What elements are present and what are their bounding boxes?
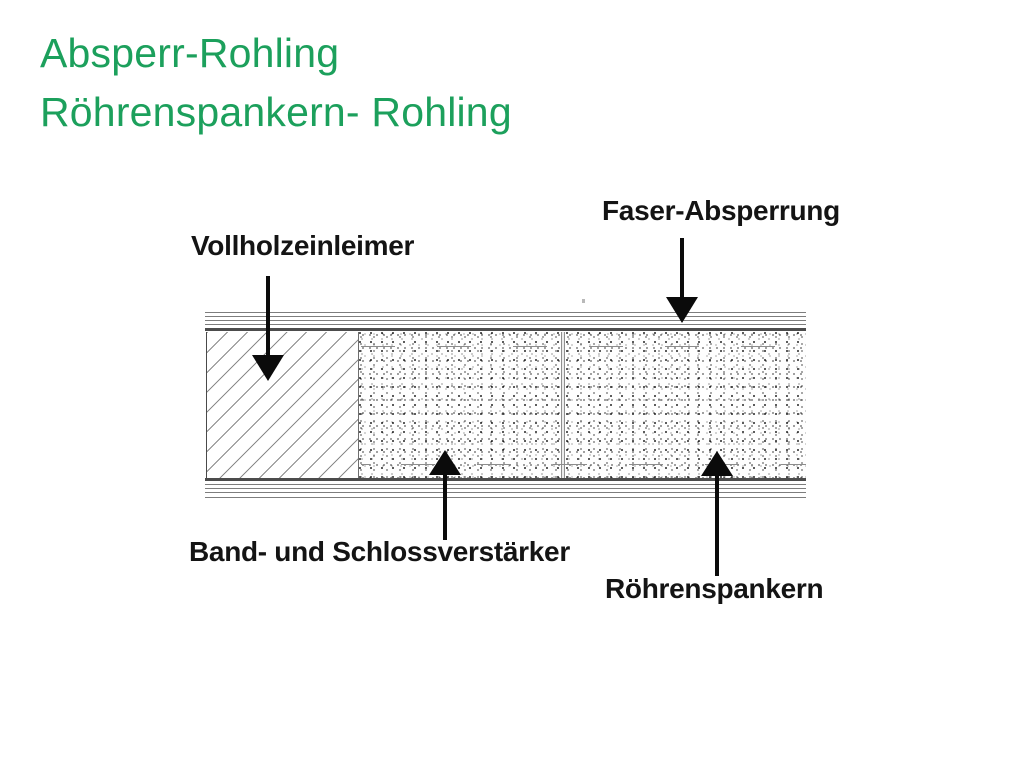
arrow-down-icon bbox=[252, 355, 284, 381]
scan-artifact-dot bbox=[582, 299, 585, 303]
solid-wood-edge-hatch bbox=[206, 332, 359, 478]
layer-line bbox=[205, 484, 806, 485]
bottom-face-layers bbox=[205, 478, 806, 498]
core-joint-line bbox=[561, 332, 565, 478]
layer-line bbox=[205, 320, 806, 321]
layer-line-dark bbox=[205, 328, 806, 331]
label-roehrenspankern: Röhrenspankern bbox=[605, 573, 824, 604]
label-band-schlossverstaerker: Band- und Schlossverstärker bbox=[189, 536, 570, 567]
layer-line bbox=[205, 497, 806, 498]
layer-line bbox=[205, 312, 806, 313]
label-faser-absperrung: Faser-Absperrung bbox=[602, 195, 840, 226]
layer-line-dark bbox=[205, 478, 806, 481]
arrow-shaft-band-schlossverstaerker bbox=[443, 472, 447, 540]
chipboard-core-right bbox=[566, 332, 806, 478]
glue-line-top bbox=[361, 346, 806, 347]
arrow-shaft-roehrenspankern bbox=[715, 473, 719, 576]
layer-line bbox=[205, 324, 806, 325]
layer-line bbox=[205, 492, 806, 493]
layer-line bbox=[205, 488, 806, 489]
title-line-1: Absperr-Rohling bbox=[40, 30, 340, 76]
glue-line-bottom bbox=[361, 464, 806, 465]
label-vollholzeinleimer: Vollholzeinleimer bbox=[191, 230, 415, 261]
arrow-up-icon bbox=[429, 450, 461, 475]
top-face-layers bbox=[205, 312, 806, 332]
arrow-shaft-faser-absperrung bbox=[680, 238, 684, 300]
arrow-down-icon bbox=[666, 297, 698, 323]
arrow-shaft-vollholzeinleimer bbox=[266, 276, 270, 358]
title-line-2: Röhrenspankern- Rohling bbox=[40, 89, 512, 135]
arrow-up-icon bbox=[701, 451, 733, 476]
page-title: Absperr-Rohling Röhrenspankern- Rohling bbox=[40, 24, 512, 142]
layer-line bbox=[205, 316, 806, 317]
